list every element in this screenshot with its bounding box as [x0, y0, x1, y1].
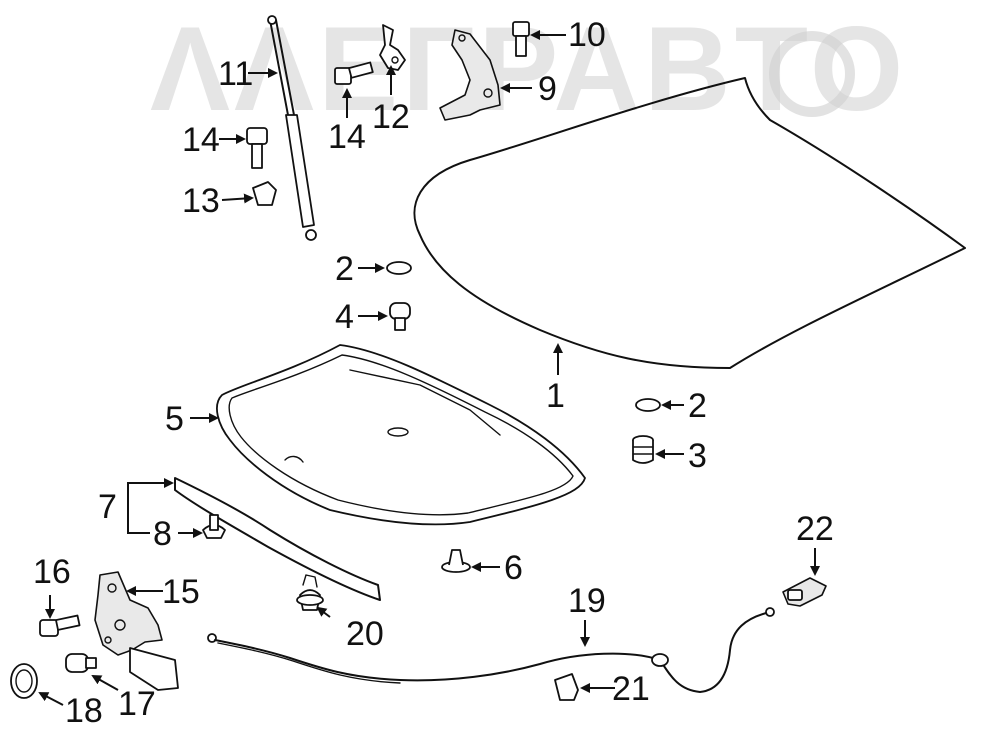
- callout-12: 12: [372, 98, 410, 136]
- stopper-icon: [389, 302, 411, 331]
- clip-icon-13: [252, 181, 277, 206]
- callout-13: 13: [182, 182, 220, 220]
- clip-icon-6: [441, 549, 471, 573]
- callout-5: 5: [165, 400, 184, 438]
- hood-insulator-icon: [216, 344, 586, 526]
- hood-bumper-icon: [632, 435, 654, 464]
- callout-11: 11: [218, 55, 253, 93]
- callout-16: 16: [33, 553, 71, 591]
- callout-21: 21: [612, 670, 650, 708]
- bolt-icon-10: [512, 21, 530, 57]
- clip-icon-20: [296, 574, 324, 611]
- callout-17: 17: [118, 685, 156, 723]
- hood-panel-icon: [413, 77, 966, 369]
- callout-4: 4: [335, 298, 354, 336]
- callout-labels: 1 2 2 3 4 5 6 7 8 9 10 11 12 13 14 14 15…: [33, 16, 834, 730]
- hood-seal-icon: [174, 477, 381, 601]
- callout-22: 22: [796, 510, 834, 548]
- callout-19: 19: [568, 582, 606, 620]
- bracket-icon: [379, 24, 406, 71]
- callout-8: 8: [153, 515, 172, 553]
- retainer-icon: [202, 514, 226, 539]
- grommet-icon-b: [635, 398, 661, 412]
- callout-2a: 2: [335, 250, 354, 288]
- callout-6: 6: [504, 549, 523, 587]
- callout-9: 9: [538, 70, 557, 108]
- bolt-icon-14b: [246, 127, 268, 169]
- callout-15: 15: [162, 573, 200, 611]
- callout-3: 3: [688, 437, 707, 475]
- bumper-icon: [65, 653, 97, 673]
- callout-14b: 14: [182, 121, 220, 159]
- release-cable-icon: [207, 607, 775, 693]
- callout-7: 7: [98, 488, 117, 526]
- bolt-icon-16: [39, 614, 81, 637]
- callout-14a: 14: [328, 118, 366, 156]
- callout-2b: 2: [688, 387, 707, 425]
- hood-hinge-icon: [439, 29, 501, 121]
- callout-10: 10: [568, 16, 606, 54]
- callout-18: 18: [65, 692, 103, 730]
- bolt-icon-14a: [334, 61, 374, 85]
- release-handle-icon: [782, 577, 827, 607]
- callout-20: 20: [346, 615, 384, 653]
- cap-icon: [10, 663, 38, 699]
- support-strut-icon: [267, 15, 317, 241]
- hood-latch-icon: [94, 571, 179, 691]
- callout-1: 1: [546, 377, 565, 415]
- leader-lines: [38, 30, 820, 706]
- clip-icon-21: [554, 673, 579, 701]
- grommet-icon-a: [386, 261, 412, 275]
